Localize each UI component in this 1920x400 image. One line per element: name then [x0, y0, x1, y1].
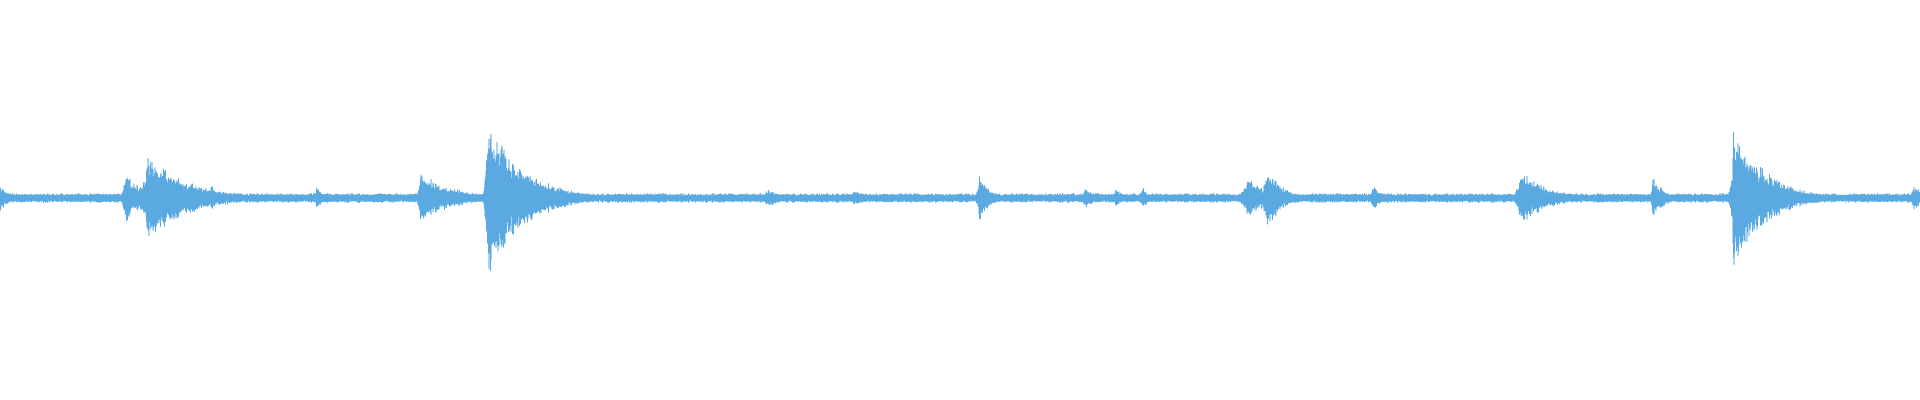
waveform-trace [0, 131, 1920, 271]
